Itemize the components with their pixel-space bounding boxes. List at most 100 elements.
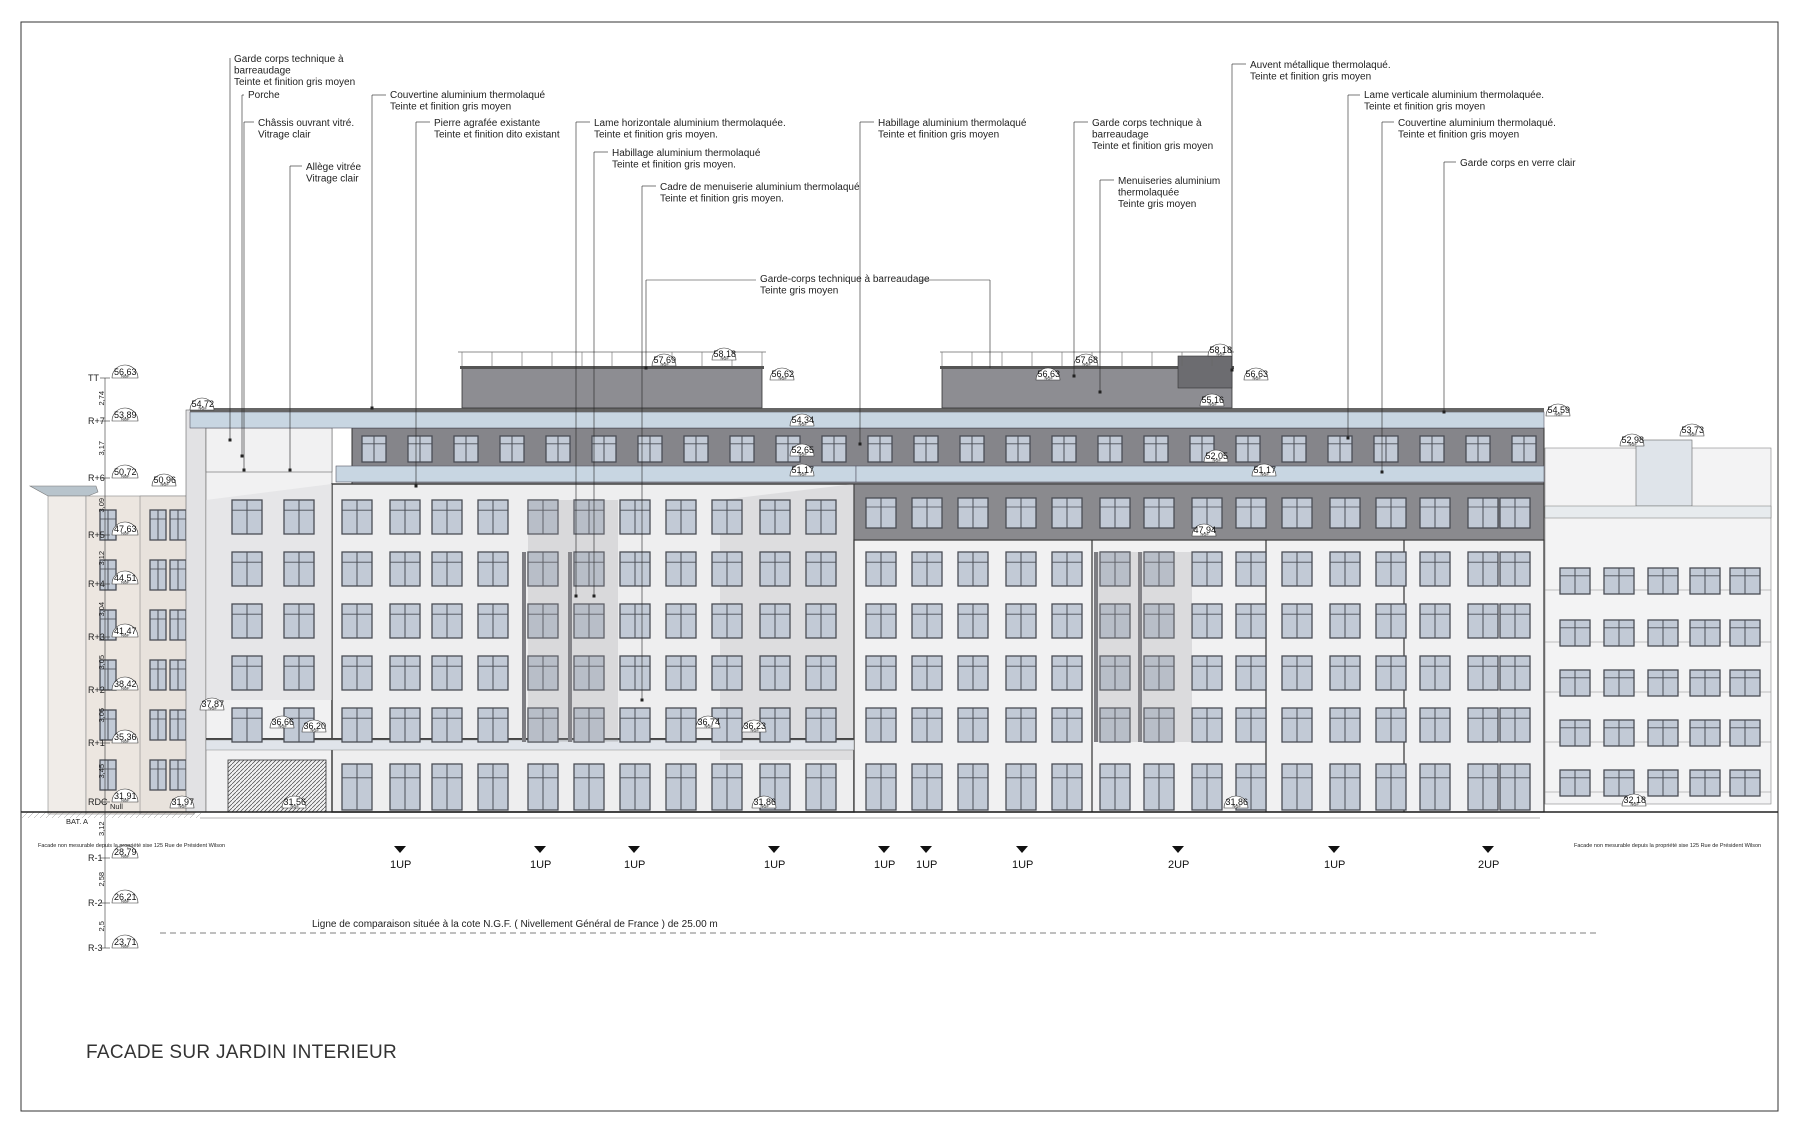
- facade-window: [1143, 603, 1175, 639]
- neighbor-window: [1647, 619, 1679, 647]
- floor-height: 3,09: [97, 498, 106, 513]
- attic-window: [683, 435, 709, 463]
- svg-text:54,59: 54,59: [1548, 405, 1571, 415]
- floor-height: 2,58: [97, 872, 106, 887]
- facade-window: [527, 603, 559, 639]
- svg-text:57,68: 57,68: [1076, 355, 1099, 365]
- facade-window: [231, 499, 263, 535]
- svg-text:NGF: NGF: [779, 375, 788, 380]
- facade-window: [1051, 655, 1083, 691]
- facade-window: [389, 551, 421, 587]
- facade-window: [619, 499, 651, 535]
- facade-window: [805, 655, 837, 691]
- facade-window: [1005, 603, 1037, 639]
- svg-text:NGF: NGF: [1213, 457, 1222, 462]
- cladding-window: [1499, 497, 1531, 529]
- svg-text:NGF: NGF: [721, 355, 730, 360]
- cladding-window: [1099, 497, 1131, 529]
- facade-window: [665, 603, 697, 639]
- svg-text:NGF: NGF: [291, 803, 300, 808]
- ground-floor-door: [1143, 763, 1175, 811]
- svg-text:53,73: 53,73: [1682, 425, 1705, 435]
- facade-window: [759, 603, 791, 639]
- svg-text:55,16: 55,16: [1202, 395, 1225, 405]
- svg-text:36,74: 36,74: [698, 717, 721, 727]
- facade-window: [805, 707, 837, 743]
- cladding-window: [1375, 497, 1407, 529]
- facade-window: [573, 603, 605, 639]
- level-mark: 26,21: [114, 892, 137, 902]
- svg-text:2UP: 2UP: [1168, 859, 1189, 871]
- cladding-window: [911, 497, 943, 529]
- facade-window: [957, 603, 989, 639]
- ground-floor-door: [1281, 763, 1313, 811]
- level-mark-ngf: NGF: [121, 373, 130, 378]
- glass-guardrail-r6-left: [335, 465, 857, 483]
- facade-window: [759, 499, 791, 535]
- facade-window: [1191, 707, 1223, 743]
- svg-text:52,98: 52,98: [1622, 435, 1645, 445]
- facade-window: [283, 499, 315, 535]
- svg-text:1UP: 1UP: [764, 859, 785, 871]
- note-right: Facade non mesurable depuis la propriété…: [1574, 843, 1761, 849]
- svg-text:58,18: 58,18: [1210, 345, 1233, 355]
- level-label: R-3: [88, 943, 103, 953]
- annotation-a17: Garde corps en verre clair: [1460, 158, 1576, 169]
- attic-window: [1051, 435, 1077, 463]
- facade-window: [1329, 655, 1361, 691]
- cladding-window: [1191, 497, 1223, 529]
- neighbor-window: [99, 759, 117, 791]
- cladding-window: [1281, 497, 1313, 529]
- cladding-window: [1235, 497, 1267, 529]
- facade-window: [759, 655, 791, 691]
- level-mark-ngf: NGF: [121, 530, 130, 535]
- svg-text:31,56: 31,56: [284, 797, 307, 807]
- neighbor-window: [1647, 769, 1679, 797]
- facade-window: [527, 551, 559, 587]
- svg-text:54,72: 54,72: [192, 399, 215, 409]
- cladding-window: [957, 497, 989, 529]
- facade-window: [1143, 551, 1175, 587]
- cladding-window: [1329, 497, 1361, 529]
- facade-window: [341, 551, 373, 587]
- level-mark-ngf: NGF: [121, 943, 130, 948]
- svg-text:58,18: 58,18: [714, 349, 737, 359]
- neighbor-window: [169, 759, 187, 791]
- facade-window: [527, 499, 559, 535]
- attic-window: [453, 435, 479, 463]
- ground-floor-door: [957, 763, 989, 811]
- attic-window: [867, 435, 893, 463]
- attic-window: [1235, 435, 1261, 463]
- neighbor-window: [149, 509, 167, 541]
- ground-floor-door: [1419, 763, 1451, 811]
- annotation-a14: Auvent métallique thermolaqué.Teinte et …: [1250, 60, 1391, 83]
- facade-window: [711, 655, 743, 691]
- facade-window: [431, 603, 463, 639]
- sheet-frame: [20, 21, 1779, 1112]
- facade-window: [573, 499, 605, 535]
- neighbor-window: [169, 609, 187, 641]
- ground-floor-door: [911, 763, 943, 811]
- unit-marker: 1UP: [874, 846, 895, 871]
- facade-window: [231, 603, 263, 639]
- svg-text:NGF: NGF: [161, 481, 170, 486]
- level-label: R+2: [88, 685, 105, 695]
- neighbor-window: [1689, 619, 1721, 647]
- level-mark: 23,71: [114, 937, 137, 947]
- main-building: [189, 408, 1545, 813]
- facade-window: [665, 655, 697, 691]
- level-mark-ngf: NGF: [121, 797, 130, 802]
- attic-window: [1281, 435, 1307, 463]
- svg-text:NGF: NGF: [799, 471, 808, 476]
